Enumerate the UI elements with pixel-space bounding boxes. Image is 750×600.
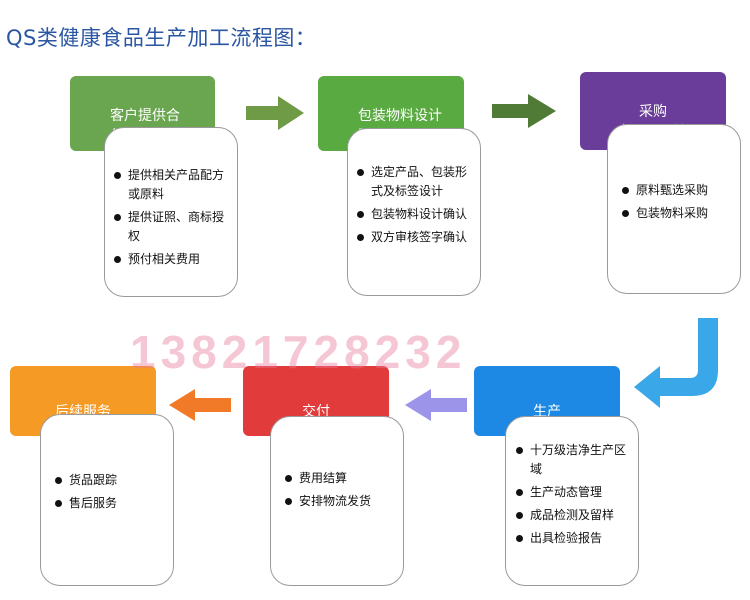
- step-6-item: 售后服务: [55, 494, 170, 513]
- arrow-curve-down-left-icon: [634, 318, 718, 408]
- step-3-card: 原料甄选采购 包装物料采购: [607, 124, 741, 294]
- step-2-item: 包装物料设计确认: [357, 205, 477, 224]
- arrow-4-shape: [405, 389, 467, 421]
- step-4-item: 生产动态管理: [516, 483, 636, 502]
- step-2-item: 双方审核签字确认: [357, 228, 477, 247]
- arrow-5-shape: [169, 389, 231, 421]
- step-4-card: 十万级洁净生产区域 生产动态管理 成品检测及留样 出具检验报告: [505, 416, 639, 586]
- step-1-item: 预付相关费用: [114, 250, 232, 269]
- arrow-1-shape: [246, 96, 304, 130]
- step-5-card: 费用结算 安排物流发货: [270, 416, 404, 586]
- step-3-item: 原料甄选采购: [622, 181, 737, 200]
- step-4-item: 十万级洁净生产区域: [516, 441, 636, 479]
- step-4-item: 成品检测及留样: [516, 506, 636, 525]
- step-1-item: 提供相关产品配方或原料: [114, 166, 232, 204]
- step-1-card: 提供相关产品配方或原料 提供证照、商标授权 预付相关费用: [104, 127, 238, 297]
- step-5-item: 安排物流发货: [285, 492, 400, 511]
- step-3-item: 包装物料采购: [622, 204, 737, 223]
- step-2-item: 选定产品、包装形式及标签设计: [357, 163, 477, 201]
- arrow-right-icon: [492, 94, 556, 128]
- step-6-item: 货品跟踪: [55, 471, 170, 490]
- arrow-2-shape: [492, 94, 556, 128]
- step-1-item: 提供证照、商标授权: [114, 208, 232, 246]
- arrow-left-icon: [169, 389, 231, 421]
- step-5-item: 费用结算: [285, 469, 400, 488]
- page-title: QS类健康食品生产加工流程图：: [6, 26, 317, 50]
- arrow-right-icon: [246, 96, 304, 130]
- watermark-phone: 13821728232: [130, 326, 467, 378]
- arrow-left-icon: [405, 389, 467, 421]
- arrow-3-shape: [634, 318, 718, 408]
- step-2-card: 选定产品、包装形式及标签设计 包装物料设计确认 双方审核签字确认: [347, 128, 481, 296]
- step-4-item: 出具检验报告: [516, 529, 636, 548]
- step-6-card: 货品跟踪 售后服务: [40, 414, 174, 586]
